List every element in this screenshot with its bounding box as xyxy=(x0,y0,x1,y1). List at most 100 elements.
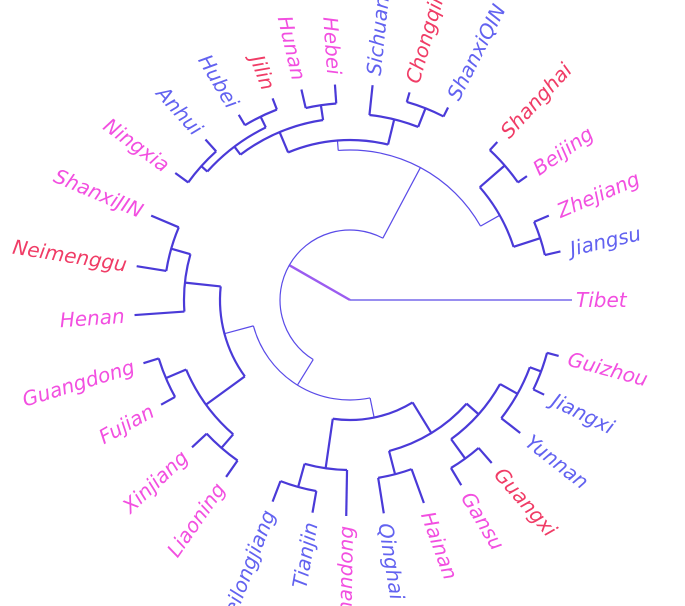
branch-stem xyxy=(233,145,242,156)
branch-arc xyxy=(206,126,267,173)
branch-stem xyxy=(480,214,500,227)
branch-stem xyxy=(200,165,209,173)
branch-stem xyxy=(500,417,521,434)
branch-stem xyxy=(546,351,559,357)
branch-stem xyxy=(237,114,246,126)
dendrogram-branches xyxy=(134,84,572,516)
leaf-label-guizhou: Guizhou xyxy=(565,347,650,391)
leaf-label-heilongjiang: Heilongjiang xyxy=(213,507,280,606)
leaf-label-anhui: Anhui xyxy=(150,80,208,140)
branch-arc xyxy=(450,447,480,469)
branch-stem xyxy=(271,97,278,110)
branch-stem xyxy=(465,402,480,416)
leaf-label-shandong: Shandong xyxy=(332,526,358,606)
branch-stem xyxy=(143,357,160,365)
leaf-label-jiangsu: Jiangsu xyxy=(564,221,644,262)
branch-stem xyxy=(134,310,185,317)
branch-stem xyxy=(533,214,550,223)
branch-arc xyxy=(187,150,217,184)
leaf-label-hunan: Hunan xyxy=(273,13,311,82)
branch-stem xyxy=(324,418,334,469)
branch-stem xyxy=(544,250,561,257)
branch-stem xyxy=(296,359,314,386)
leaf-label-ningxia: Ningxia xyxy=(99,113,174,177)
branch-arc xyxy=(388,402,468,453)
branch-arc xyxy=(532,352,549,390)
leaf-label-beijing: Beijing xyxy=(528,121,598,180)
branch-arc xyxy=(478,186,515,248)
branch-stem xyxy=(532,388,545,396)
branch-stem xyxy=(387,450,397,475)
leaf-label-guangdong: Guangdong xyxy=(19,355,137,412)
branch-stem xyxy=(382,167,421,239)
branch-stem xyxy=(410,468,425,504)
branch-stem xyxy=(300,89,307,109)
branch-arc xyxy=(157,358,177,398)
branch-stem xyxy=(225,459,239,478)
branch-stem xyxy=(311,490,318,513)
leaf-label-chongqing: Chongqing xyxy=(401,0,454,86)
branch-arc xyxy=(450,383,502,441)
branch-stem xyxy=(405,92,411,103)
branch-stem xyxy=(170,247,191,256)
branch-stem xyxy=(377,477,385,514)
branch-stem xyxy=(489,141,499,151)
branch-stem xyxy=(368,85,374,116)
leaf-label-jiangxi: Jiangxi xyxy=(544,387,618,440)
leaf-label-xinjiang: Xinjiang xyxy=(117,445,193,518)
branch-arc xyxy=(369,113,419,128)
leaf-label-hubei: Hubei xyxy=(193,50,244,113)
dendrogram-labels: TibetJiangsuZhejiangBeijingShanghaiShanx… xyxy=(11,0,650,606)
branch-stem xyxy=(513,237,541,248)
branch-arc xyxy=(182,253,192,312)
leaf-label-qinghai: Qinghai xyxy=(373,521,409,601)
branch-stem xyxy=(517,175,528,184)
branch-stem xyxy=(450,438,467,460)
branch-stem xyxy=(477,447,493,464)
leaf-label-jilin: Jilin xyxy=(244,48,280,93)
branch-arc xyxy=(252,325,371,401)
leaf-label-neimenggu: Neimenggu xyxy=(11,235,129,277)
leaf-label-fujian: Fujian xyxy=(95,399,159,449)
leaf-label-tibet: Tibet xyxy=(576,288,628,312)
branch-stem xyxy=(271,480,282,503)
branch-arc xyxy=(185,369,234,436)
branch-stem xyxy=(204,138,217,153)
leaf-label-hebei: Hebei xyxy=(318,16,346,76)
branch-stem xyxy=(450,467,463,486)
leaf-label-henan: Henan xyxy=(59,304,125,332)
branch-stem xyxy=(174,172,189,184)
branch-arc xyxy=(406,100,445,118)
branch-arc xyxy=(244,108,278,127)
branch-stem xyxy=(136,265,167,272)
branch-stem xyxy=(224,325,254,335)
leaf-label-yunnan: Yunnan xyxy=(521,430,594,494)
branch-arc xyxy=(218,286,246,378)
leaf-label-shanxijin: ShanxiJIN xyxy=(50,164,146,223)
branch-stem xyxy=(411,401,433,434)
leaf-label-sichuan: Sichuan xyxy=(362,0,394,76)
branch-stem xyxy=(369,397,375,418)
branch-arc xyxy=(500,366,531,419)
branch-arc xyxy=(165,226,180,272)
branch-stem xyxy=(345,469,349,516)
branch-stem xyxy=(479,164,506,188)
leaf-label-shanghai: Shanghai xyxy=(495,58,577,143)
branch-stem xyxy=(160,395,176,406)
branch-arc xyxy=(205,432,239,462)
branch-stem xyxy=(297,463,306,488)
branch-arc xyxy=(239,118,324,156)
branch-arc xyxy=(279,229,384,361)
leaf-label-shanxiqin: ShanxiQIN xyxy=(442,0,511,104)
branch-stem xyxy=(319,104,325,121)
branch-arc xyxy=(304,462,348,472)
branch-stem xyxy=(336,140,339,151)
leaf-label-gansu: Gansu xyxy=(456,488,509,555)
branch-stem xyxy=(150,214,180,229)
branch-stem xyxy=(442,107,450,117)
branch-stem xyxy=(220,433,235,449)
branch-arc xyxy=(338,149,482,227)
branch-stem xyxy=(333,84,338,104)
branch-stem xyxy=(278,131,290,153)
